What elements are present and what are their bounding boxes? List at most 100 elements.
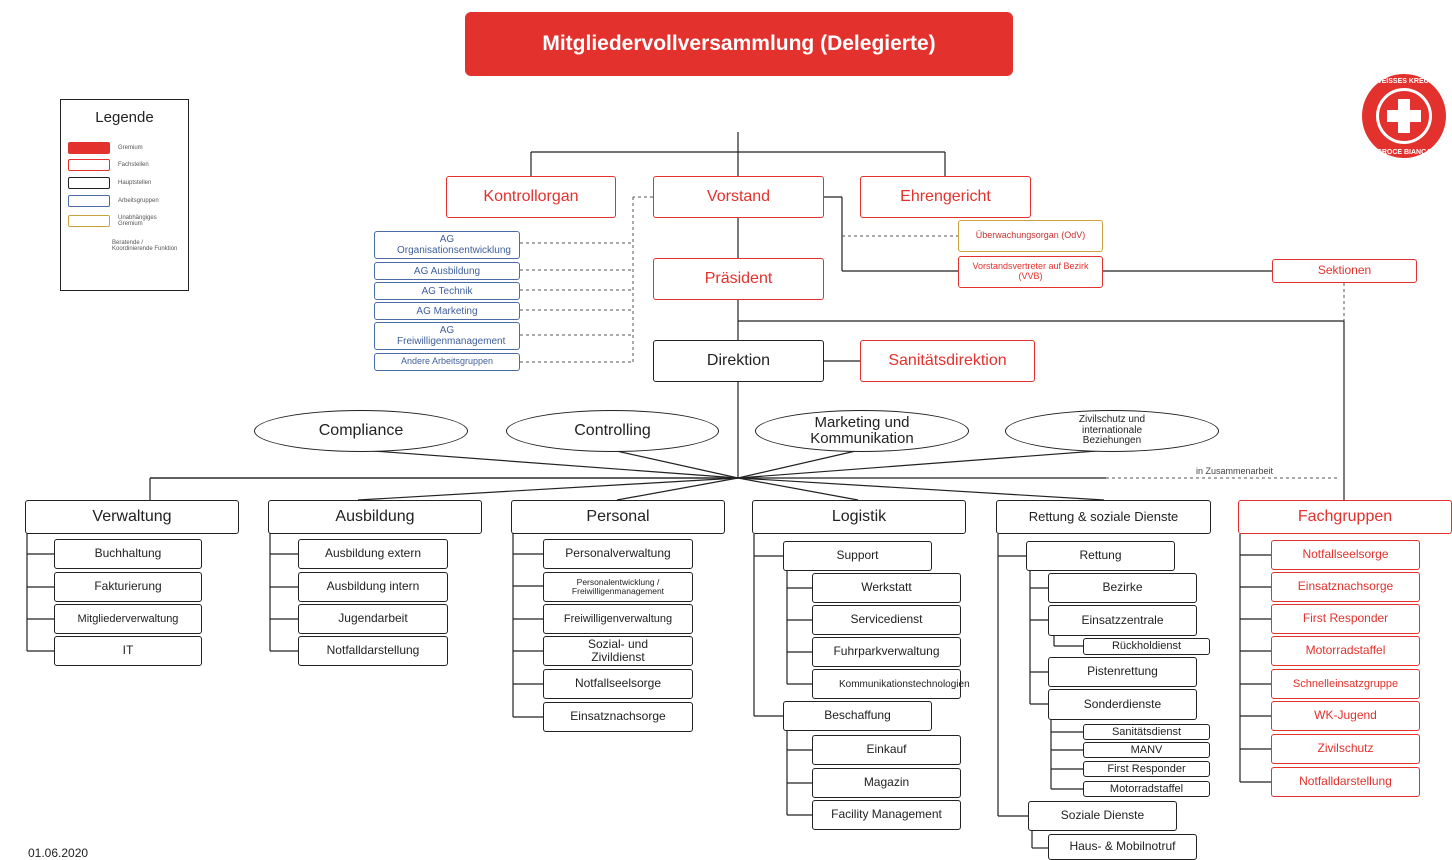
logistik-beschaffung-item: Facility Management	[812, 800, 961, 830]
item-label: Magazin	[863, 775, 910, 790]
rettung-item: Sonderdienste	[1048, 689, 1197, 720]
sanitaetsdirektion-box: Sanitätsdirektion	[860, 340, 1035, 382]
item-label: Fuhrparkverwaltung	[833, 644, 940, 659]
item-label: Notfalldarstellung	[326, 643, 420, 658]
fachgruppe-item: First Responder	[1271, 604, 1420, 634]
dept-ausbildung: Ausbildung	[268, 500, 482, 534]
item-label: Buchhaltung	[94, 546, 162, 561]
item-label: Notfallseelsorge	[1302, 547, 1389, 562]
legend-row-unabhaengig: Unabhängiges Gremium	[68, 215, 178, 227]
item-label: Personalverwaltung	[565, 546, 671, 561]
personal-item: Notfallseelsorge	[543, 669, 693, 699]
verwaltung-item: Buchhaltung	[54, 539, 202, 569]
sonderdienst-item: First Responder	[1083, 761, 1210, 777]
logistik-beschaffung-item: Einkauf	[812, 735, 961, 765]
fachgruppe-item: Motorradstaffel	[1271, 636, 1420, 666]
item-label: Facility Management	[831, 807, 942, 822]
sonderdienst-item: MANV	[1083, 742, 1210, 758]
ag-technik: AG Technik	[374, 282, 520, 300]
dept-title: Personal	[586, 508, 650, 526]
sanitaetsdirektion-label: Sanitätsdirektion	[888, 352, 1007, 370]
legend: Legende Gremium Fachstellen Hauptstellen…	[60, 99, 189, 291]
page-title-text: Mitgliedervollversammlung (Delegierte)	[542, 32, 936, 56]
item-label: Support	[836, 548, 879, 563]
legend-label: Arbeitsgruppen	[118, 198, 159, 204]
ausbildung-item: Ausbildung intern	[298, 572, 448, 602]
zivilschutz-label: Zivilschutz und internationale Beziehung…	[1078, 414, 1146, 447]
logistik-beschaffung-item: Magazin	[812, 768, 961, 798]
zusammenarbeit-label: in Zusammenarbeit	[1196, 466, 1274, 476]
item-label: Rettung	[1079, 548, 1122, 563]
fachgruppe-item: Zivilschutz	[1271, 734, 1420, 764]
odv-box: Überwachungsorgan (OdV)	[958, 220, 1103, 252]
item-label: Einsatzzentrale	[1081, 612, 1164, 627]
item-label: Sanitätsdienst	[1111, 725, 1182, 738]
direktion-box: Direktion	[653, 340, 824, 382]
item-label: Pistenrettung	[1087, 664, 1158, 679]
item-label: Motorradstaffel	[1109, 782, 1184, 795]
item-label: Jugendarbeit	[338, 611, 408, 626]
fachgruppe-item: Schnelleinsatzgruppe	[1271, 669, 1420, 699]
item-label: Sonderdienste	[1083, 696, 1162, 711]
logistik-support-item: Fuhrparkverwaltung	[812, 637, 961, 667]
rettung-item: Einsatzzentrale	[1048, 605, 1197, 636]
ag-label: AG Ausbildung	[413, 265, 481, 277]
ehrengericht-box: Ehrengericht	[860, 176, 1031, 218]
item-label: IT	[122, 643, 134, 658]
legend-swatch-gold	[68, 215, 110, 227]
legend-label: Beratende / Koordinierende Funktion	[112, 240, 178, 252]
vorstand-box: Vorstand	[653, 176, 824, 218]
ag-label: AG Organisationsentwicklung	[397, 234, 511, 256]
item-label: Ausbildung intern	[326, 579, 420, 594]
ausbildung-item: Ausbildung extern	[298, 539, 448, 569]
fachgruppe-item: Einsatznachsorge	[1271, 572, 1420, 602]
item-label: Kommunikationstechnologien	[839, 678, 970, 690]
item-label: Rückholdienst	[1111, 640, 1182, 653]
logo: WEISSES KREUZ CROCE BIANCA	[1362, 74, 1446, 158]
dept-title: Verwaltung	[92, 508, 172, 526]
sonderdienst-item: Sanitätsdienst	[1083, 724, 1210, 740]
ag-label: AG Marketing	[416, 305, 478, 317]
legend-swatch-blue	[68, 195, 110, 207]
vorstand-label: Vorstand	[706, 188, 771, 206]
vvb-box: Vorstandsvertreter auf Bezirk (VVB)	[958, 256, 1103, 288]
item-label: Sozial- und Zivildienst	[587, 636, 649, 664]
ag-andere: Andere Arbeitsgruppen	[374, 353, 520, 371]
legend-label: Fachstellen	[118, 162, 149, 168]
item-label: Einkauf	[866, 742, 907, 757]
soziale-dienste: Soziale Dienste	[1028, 801, 1177, 831]
item-label: First Responder	[1107, 762, 1186, 775]
ag-label: AG Technik	[421, 285, 473, 297]
item-label: Schnelleinsatzgruppe	[1292, 677, 1399, 690]
page-title: Mitgliedervollversammlung (Delegierte)	[465, 12, 1013, 76]
svg-text:WEISSES KREUZ: WEISSES KREUZ	[1375, 78, 1434, 85]
item-label: Fakturierung	[94, 579, 162, 594]
verwaltung-item: Fakturierung	[54, 572, 202, 602]
marketing-ellipse: Marketing und Kommunikation	[755, 410, 969, 452]
dept-title: Rettung & soziale Dienste	[1028, 508, 1179, 524]
compliance-ellipse: Compliance	[254, 410, 468, 452]
item-label: Soziale Dienste	[1060, 808, 1145, 823]
soziale-item: Haus- & Mobilnotruf	[1048, 834, 1197, 860]
item-label: Werkstatt	[861, 580, 912, 595]
item-label: Servicedienst	[850, 612, 923, 627]
ag-label: AG Freiwilligenmanagement	[397, 325, 506, 347]
rettung-rueckholdienst: Rückholdienst	[1083, 638, 1210, 655]
personal-item: Sozial- und Zivildienst	[543, 636, 693, 666]
item-label: Einsatznachsorge	[570, 709, 666, 724]
verwaltung-item: IT	[54, 636, 202, 666]
ag-marketing: AG Marketing	[374, 302, 520, 320]
item-label: Motorradstaffel	[1305, 643, 1386, 658]
fachgruppe-item: Notfalldarstellung	[1271, 767, 1420, 797]
legend-row-gremium: Gremium	[68, 142, 143, 154]
vvb-label: Vorstandsvertreter auf Bezirk (VVB)	[972, 261, 1089, 281]
item-label: Beschaffung	[824, 708, 891, 723]
zivilschutz-ellipse: Zivilschutz und internationale Beziehung…	[1005, 410, 1219, 452]
item-label: Personalentwicklung / Freiwilligenmanage…	[571, 576, 665, 596]
dept-personal: Personal	[511, 500, 725, 534]
item-label: Bezirke	[1102, 580, 1143, 595]
ausbildung-item: Notfalldarstellung	[298, 636, 448, 666]
legend-row-hauptstellen: Hauptstellen	[68, 177, 151, 189]
logistik-support-item: Kommunikationstechnologien	[812, 669, 970, 699]
